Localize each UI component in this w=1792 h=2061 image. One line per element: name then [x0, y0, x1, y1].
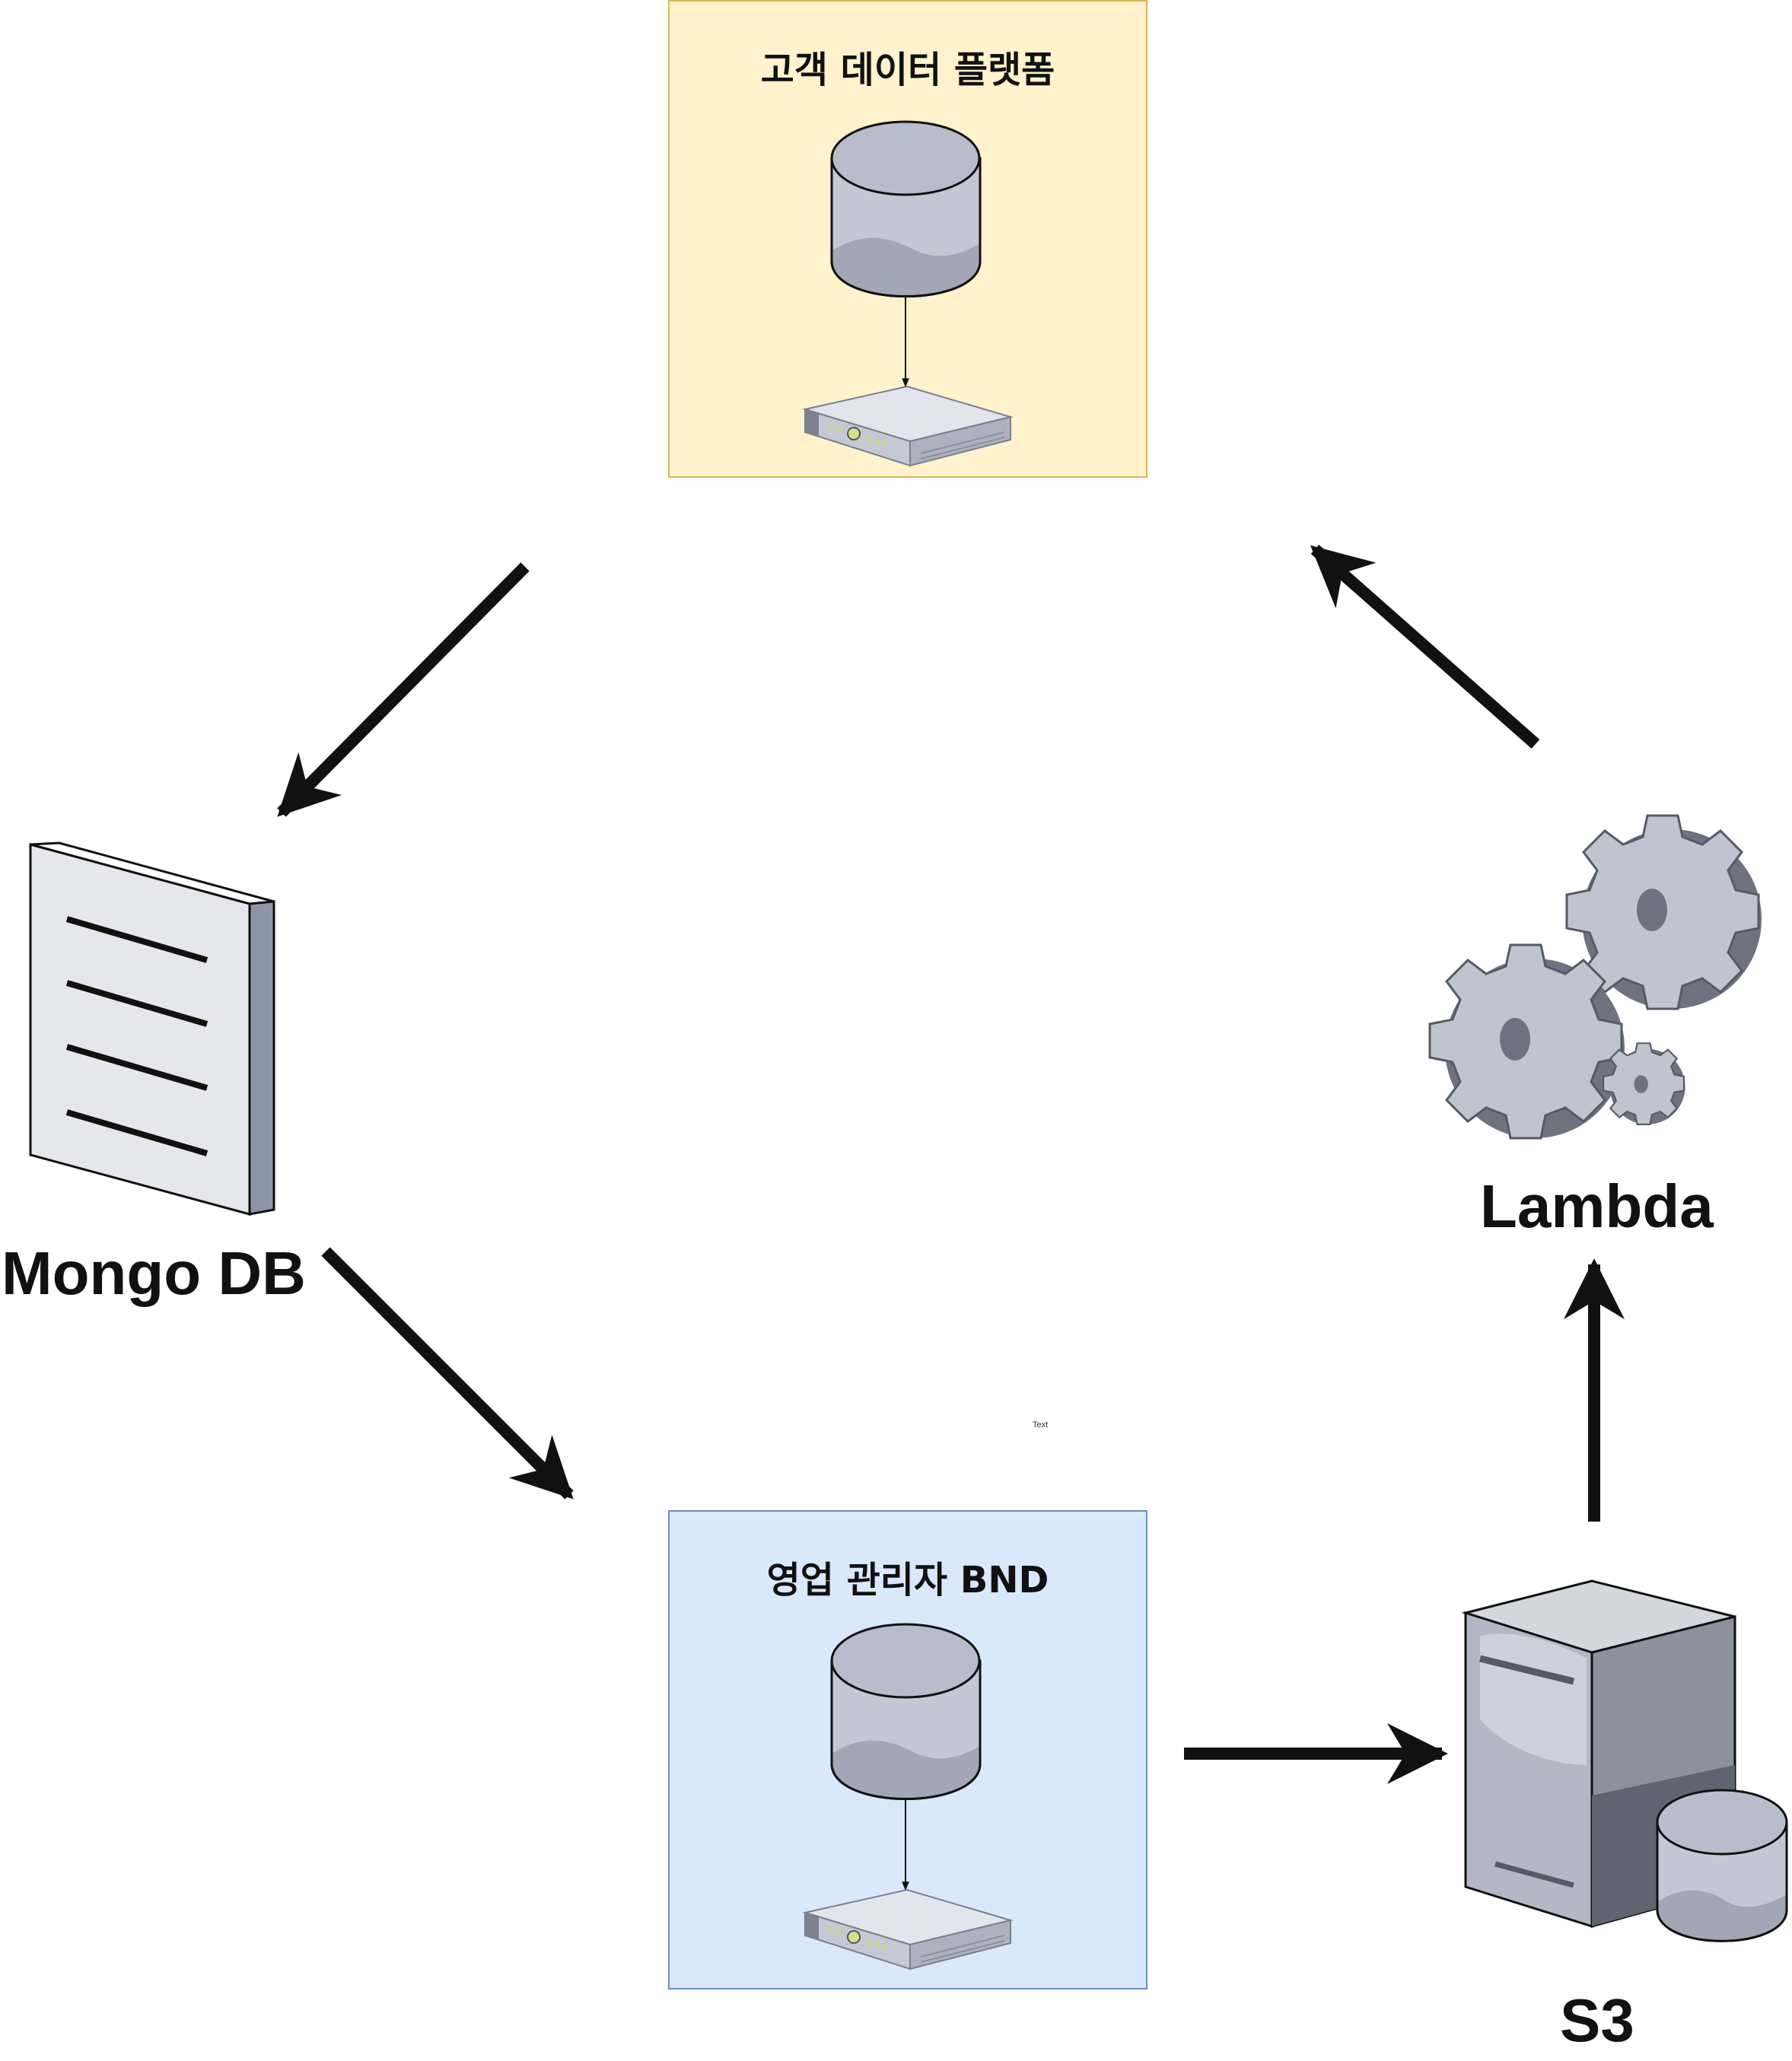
arrow-lambda-to-platform: [1310, 545, 1540, 749]
rack-server-icon[interactable]: [802, 1888, 1014, 1970]
rack-server-icon[interactable]: [802, 385, 1014, 467]
mongodb-label: Mongo DB: [2, 1239, 306, 1307]
lambda-label: Lambda: [1480, 1172, 1714, 1240]
arrow-platform-to-mongodb: [277, 562, 530, 817]
s3-label: S3: [1560, 1986, 1634, 2054]
database-icon[interactable]: [830, 1623, 982, 1800]
gears-icon[interactable]: [1428, 814, 1762, 1140]
group-title: 고객 데이터 플랫폼: [760, 49, 1055, 91]
database-icon[interactable]: [830, 120, 982, 297]
server-storage-icon[interactable]: [1461, 1579, 1788, 1942]
text-placeholder: Text: [1033, 1420, 1049, 1430]
arrow-mongodb-to-sales-admin: [321, 1247, 574, 1500]
group-title: 영업 관리자 BND: [766, 1559, 1049, 1601]
document-icon[interactable]: [29, 841, 275, 1216]
